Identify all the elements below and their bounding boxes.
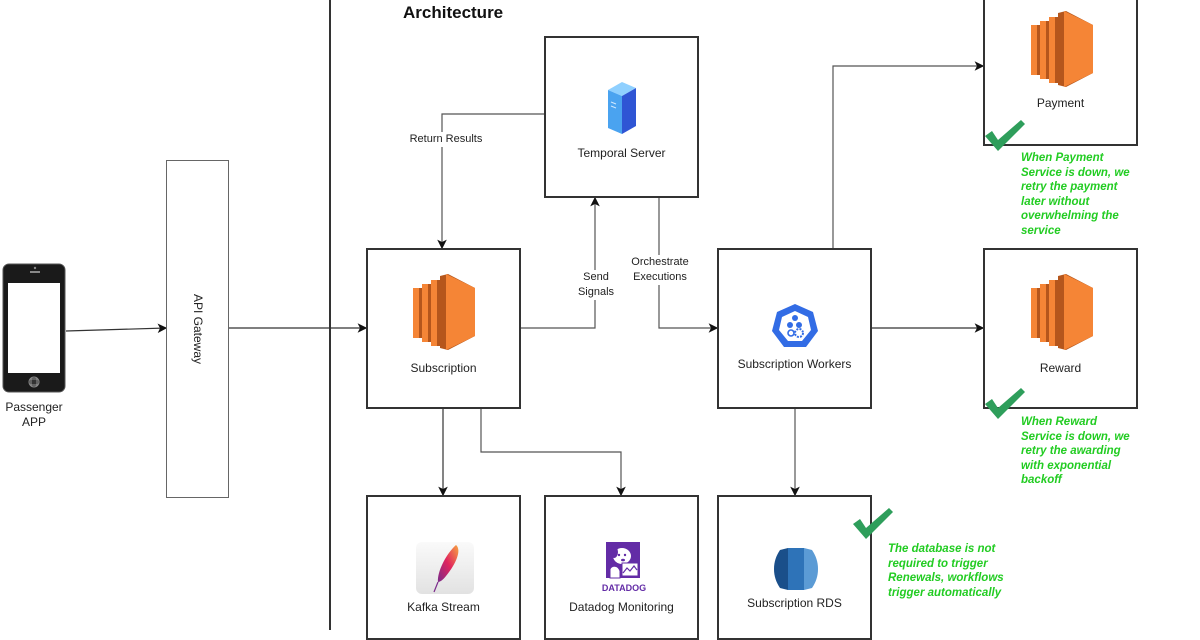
kafka-stream-label: Kafka Stream	[407, 600, 480, 614]
edge-label-return-results: Return Results	[404, 132, 488, 147]
node-subscription-rds[interactable]: Subscription RDS	[717, 495, 872, 640]
node-payment[interactable]: Payment	[983, 0, 1138, 146]
node-kafka-stream[interactable]: Kafka Stream	[366, 495, 521, 640]
node-subscription-workers[interactable]: Subscription Workers	[717, 248, 872, 409]
node-reward[interactable]: Reward	[983, 248, 1138, 409]
mobile-phone-icon	[2, 263, 66, 393]
checkmark-icon	[853, 508, 893, 539]
datadog-icon: DATADOG	[602, 542, 646, 593]
subscription-workers-label: Subscription Workers	[737, 357, 852, 371]
server-icon	[608, 82, 636, 134]
kafka-feather-icon	[416, 542, 474, 594]
payment-label: Payment	[1036, 96, 1085, 110]
node-api-gateway[interactable]: API Gateway	[166, 160, 229, 498]
edge-workers-to-payment	[832, 61, 985, 248]
datadog-logo-text: DATADOG	[602, 583, 646, 593]
datadog-monitoring-label: Datadog Monitoring	[569, 600, 674, 614]
api-gateway-label: API Gateway	[190, 293, 205, 365]
node-passenger-app[interactable]: Passenger APP	[2, 263, 66, 433]
rds-note: The database is not required to trigger …	[888, 543, 1004, 599]
edge-subscription-to-datadog	[480, 408, 626, 497]
diagram-title: Architecture	[403, 3, 504, 22]
aws-ec2-icon	[1031, 11, 1093, 87]
reward-label: Reward	[1039, 361, 1082, 375]
node-subscription[interactable]: Subscription	[366, 248, 521, 409]
checkmark-icon	[985, 120, 1025, 151]
edge-return-results	[437, 113, 544, 250]
subscription-label: Subscription	[410, 361, 477, 375]
aws-ec2-icon	[1031, 274, 1093, 350]
checkmark-icon	[985, 388, 1025, 419]
temporal-server-label: Temporal Server	[577, 146, 666, 160]
aws-ec2-icon	[413, 274, 475, 350]
kubernetes-icon	[772, 304, 818, 347]
aws-rds-icon	[774, 548, 818, 590]
passenger-app-label-line2: APP	[21, 415, 46, 429]
node-temporal-server[interactable]: Temporal Server	[544, 36, 699, 198]
reward-note: When Reward Service is down, we retry th…	[1021, 416, 1130, 486]
edge-orchestrate	[658, 198, 719, 333]
edge-send-signals	[520, 196, 600, 329]
node-datadog-monitoring[interactable]: DATADOG Datadog Monitoring	[544, 495, 699, 640]
edge-label-orchestrate: Orchestrate Executions	[626, 255, 694, 285]
edge-label-send-signals: Send Signals	[570, 270, 622, 300]
passenger-app-label-line1: Passenger	[5, 400, 63, 414]
edge-app-to-gateway	[65, 323, 168, 334]
subscription-rds-label: Subscription RDS	[747, 596, 842, 610]
payment-note: When Payment Service is down, we retry t…	[1021, 152, 1130, 237]
